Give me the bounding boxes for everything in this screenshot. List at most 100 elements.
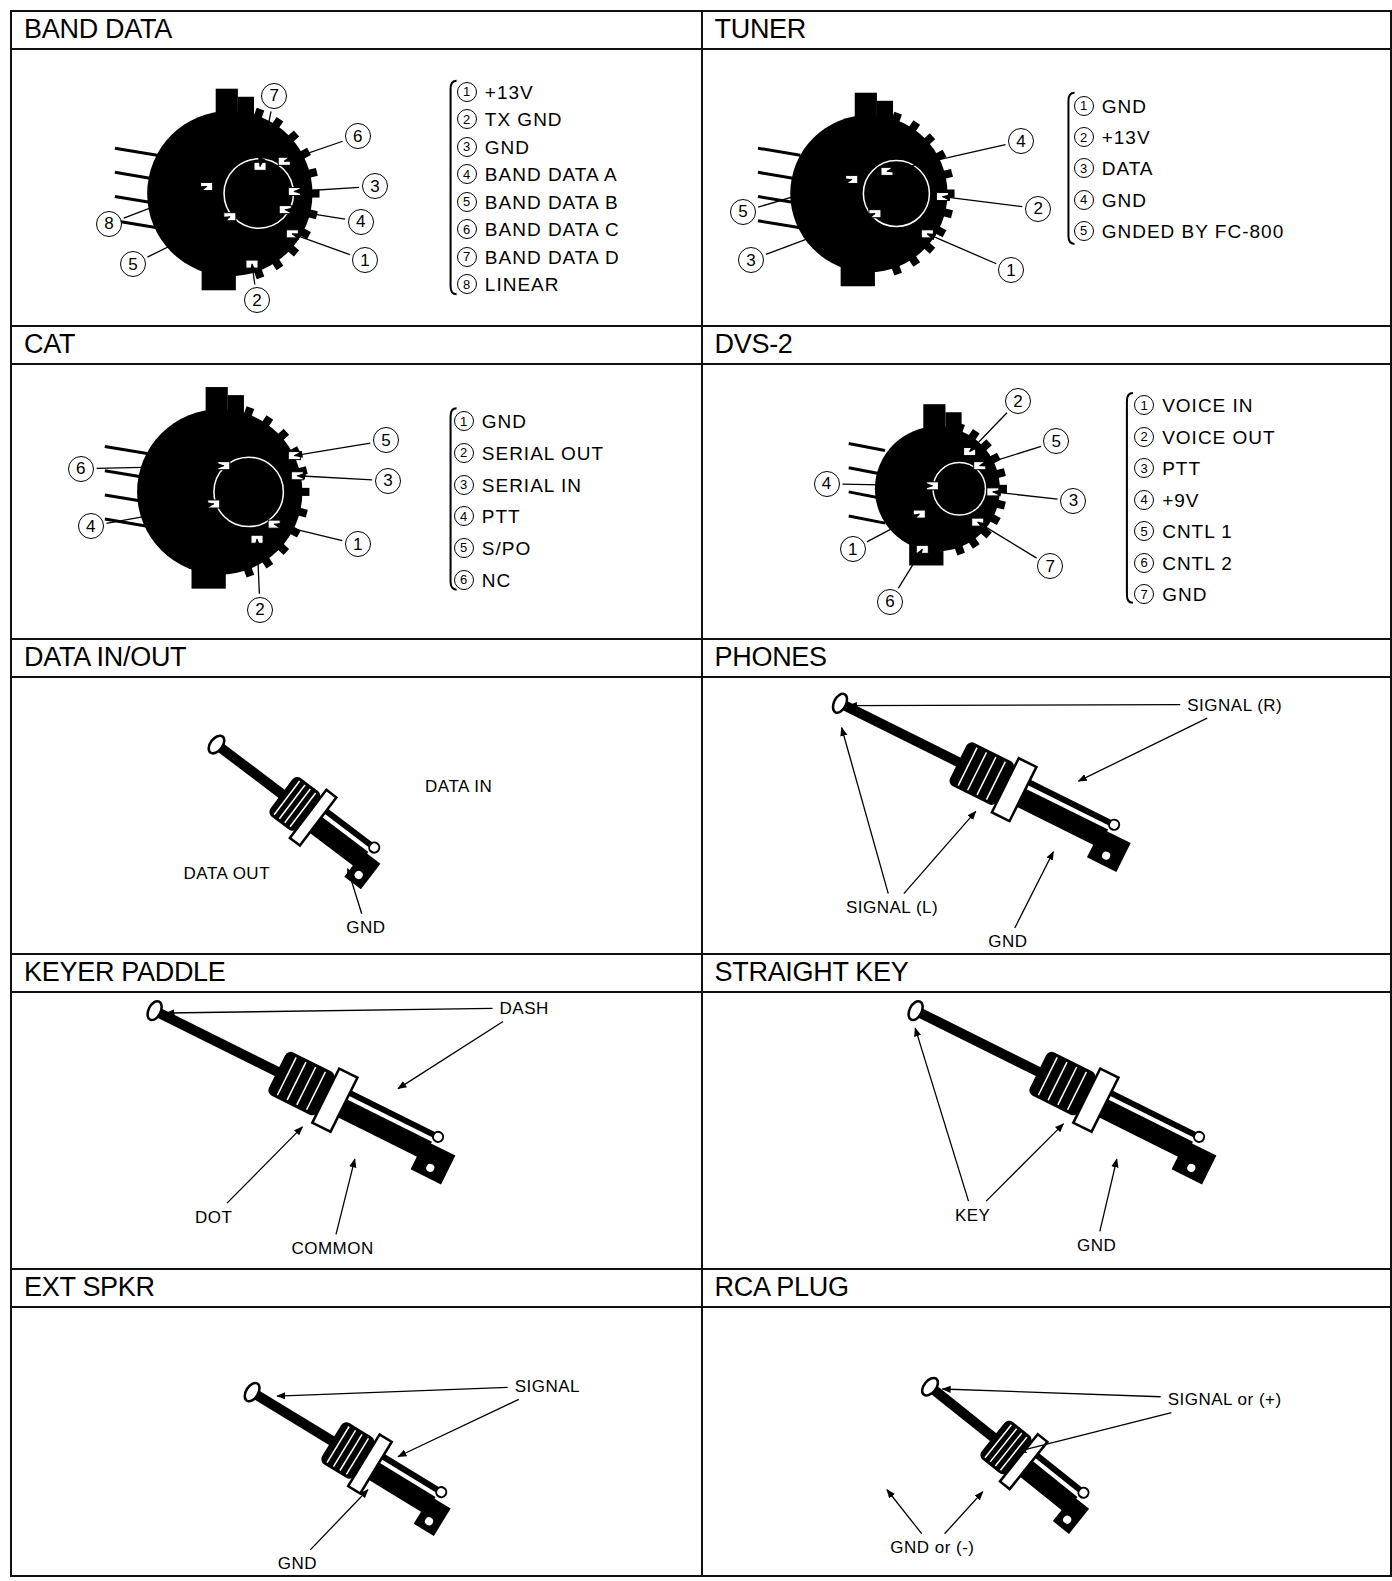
pin-contact: [916, 545, 928, 553]
pin-stub: [849, 516, 885, 523]
thread-line: [287, 1062, 306, 1100]
connector-ring: [224, 159, 293, 228]
callout-number: 1: [840, 536, 866, 562]
thread-line: [977, 757, 996, 795]
pin-number: 2: [457, 109, 477, 129]
pin-contact: [921, 230, 933, 238]
leader-line: [166, 1008, 492, 1013]
pin-name: +9V: [1160, 489, 1201, 510]
leader-line: [348, 869, 362, 914]
signal-label: GND: [1074, 1235, 1119, 1254]
leader-line: [980, 446, 1041, 465]
leader-line: [993, 492, 1058, 499]
signal-label: SIGNAL (L): [843, 898, 941, 917]
panel-heading: STRAIGHT KEY: [715, 958, 909, 988]
leader-line: [294, 443, 370, 456]
jack-part: [1017, 789, 1108, 848]
panel-header: PHONES: [703, 640, 1390, 678]
din-connector: [115, 89, 320, 291]
connector-panel: EXT SPKR: [10, 1268, 702, 1577]
leader-line: [336, 1159, 355, 1234]
leader-line: [915, 1028, 968, 1201]
leader-line: [294, 187, 359, 191]
pin-number: 2: [454, 443, 474, 463]
pin-number: 4: [454, 506, 474, 526]
thread-line: [958, 748, 977, 786]
jack-part: [344, 851, 380, 889]
thread-line: [340, 1434, 362, 1470]
bracket: [451, 408, 457, 589]
panel-header: DATA IN/OUT: [12, 640, 700, 678]
panel-heading: PHONES: [715, 643, 827, 673]
signal-label: GND: [343, 918, 388, 937]
jack-drawing: [906, 1359, 1105, 1535]
leader-line: [124, 186, 207, 218]
signal-label: GND: [985, 932, 1030, 951]
panel-heading: KEYER PADDLE: [24, 958, 225, 988]
panel-header: EXT SPKR: [12, 1270, 700, 1308]
jack-part: [841, 701, 969, 771]
callout-number: 4: [78, 513, 104, 539]
pin-number: 5: [1134, 521, 1154, 541]
jack-lug: [1076, 1486, 1090, 1500]
din-connector: [105, 387, 310, 589]
pin-stub: [115, 148, 157, 155]
pin-number: 5: [1074, 221, 1094, 241]
callout-number: 6: [345, 123, 371, 149]
pin-name: BAND DATA D: [483, 246, 622, 267]
lug-hole: [1062, 1514, 1073, 1525]
thread-line: [1038, 1057, 1057, 1095]
pin-contact: [268, 520, 280, 528]
callout-number: 2: [1025, 196, 1051, 222]
pin-name: +13V: [1100, 127, 1153, 148]
thread-line: [277, 1057, 296, 1095]
callout-number: 2: [244, 287, 270, 313]
pin-name: GND: [480, 411, 529, 432]
pin-number: 6: [454, 570, 474, 590]
callout-number: 4: [814, 471, 840, 497]
jack-lug: [906, 999, 926, 1022]
pin-number: 5: [454, 538, 474, 558]
leader-line: [292, 234, 350, 255]
signal-label: SIGNAL: [512, 1376, 583, 1395]
connector-panel: CAT: [10, 325, 702, 640]
pin-stub: [758, 221, 800, 228]
pin-number: 4: [457, 164, 477, 184]
pin-number: 1: [457, 82, 477, 102]
callout-number: 3: [1060, 488, 1086, 514]
connector-body: [147, 111, 312, 276]
pin-number: 8: [457, 274, 477, 294]
leader-line: [887, 1490, 922, 1534]
jack-part: [414, 1496, 451, 1536]
leader-line: [274, 524, 342, 540]
pin-number: 2: [1134, 427, 1154, 447]
thread-line: [1048, 1062, 1067, 1100]
callout-number: 7: [261, 83, 287, 109]
panel-heading: DATA IN/OUT: [24, 643, 186, 673]
panel-header: RCA PLUG: [703, 1270, 1390, 1308]
leader-line: [260, 111, 271, 166]
pin-number: 7: [457, 247, 477, 267]
jack-lug: [1107, 818, 1121, 832]
jack-part: [917, 1008, 1049, 1081]
pin-name: VOICE OUT: [1160, 426, 1278, 447]
leader-line: [1018, 1413, 1171, 1452]
lug-hole: [1186, 1162, 1197, 1173]
leader-line: [398, 1021, 503, 1088]
leader-line: [978, 522, 1037, 558]
pin-stub: [758, 148, 800, 155]
leader-line: [106, 504, 213, 523]
pin-name: DATA: [1100, 158, 1156, 179]
callout-number: 5: [373, 427, 399, 453]
leader-line: [970, 413, 1007, 452]
leader-line: [942, 1389, 1160, 1397]
connector-body: [875, 426, 1000, 551]
pin-contact: [224, 213, 236, 221]
drawing: [105, 81, 1228, 1538]
pin-name: NC: [480, 569, 513, 590]
signal-label: KEY: [952, 1205, 994, 1224]
pin-number: 1: [1074, 96, 1094, 116]
jack-part: [1053, 1496, 1089, 1534]
pin-number: 4: [1134, 490, 1154, 510]
leader-line: [227, 1127, 302, 1203]
